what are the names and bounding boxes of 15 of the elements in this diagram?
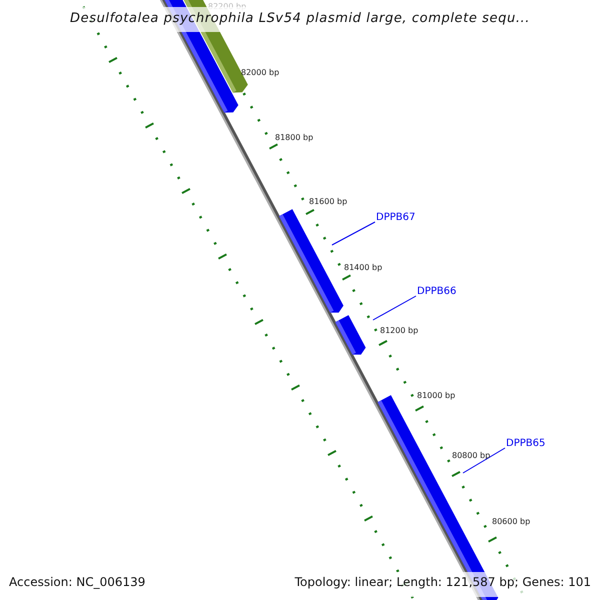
- gene-label: DPPB66: [417, 286, 456, 297]
- leader-line: [462, 448, 506, 474]
- leader-line: [332, 222, 376, 246]
- tick-label: 81600 bp: [309, 197, 348, 206]
- tick-label: 81000 bp: [417, 391, 456, 400]
- tick-label: 81400 bp: [344, 263, 382, 272]
- tick-label: 81200 bp: [380, 326, 418, 335]
- leader-line: [372, 296, 416, 320]
- tick-label: 80800 bp: [452, 451, 490, 460]
- tick-label: 80600 bp: [492, 517, 530, 526]
- gene-label: DPPB65: [506, 438, 546, 449]
- tick-label: 81800 bp: [275, 133, 314, 142]
- summary-text: Topology: linear; Length: 121,587 bp; Genes: 101: [294, 572, 591, 597]
- tick-label: 82000 bp: [241, 68, 280, 77]
- gene-label: DPPB67: [376, 212, 416, 223]
